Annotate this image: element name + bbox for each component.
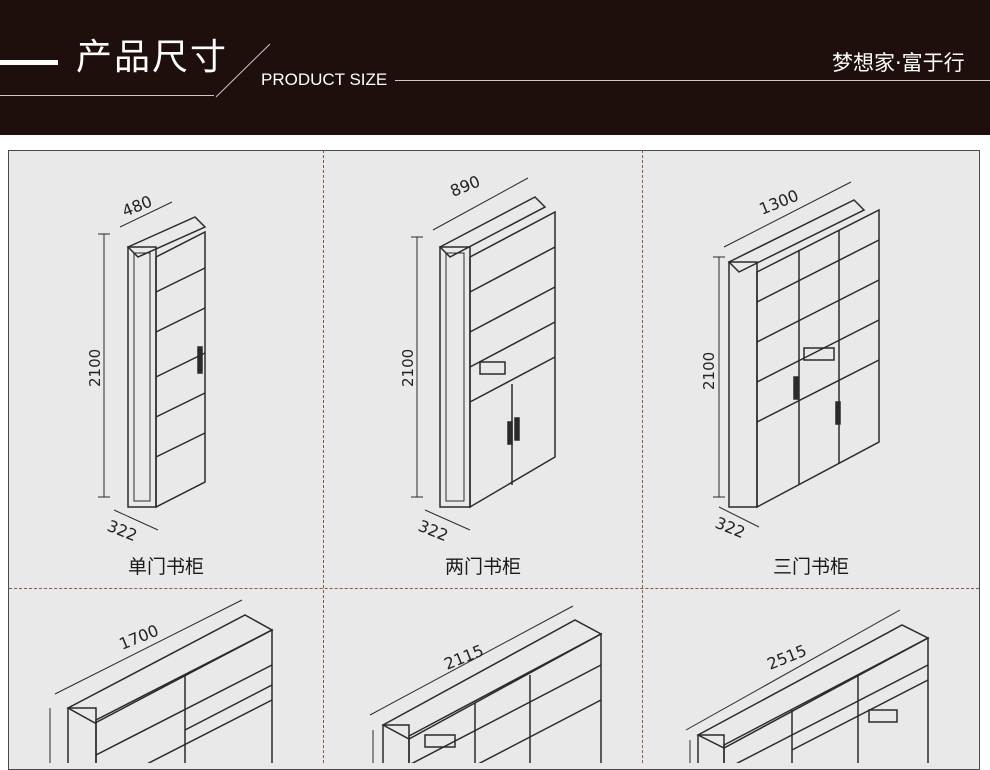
cabinet-2115-diagram: 2115 [369, 605, 603, 763]
header-accent-bar [0, 60, 58, 65]
single-door-cabinet-diagram: 480 2100 322 [86, 192, 207, 545]
cabinet-2515-diagram: 2515 [685, 609, 930, 763]
two-door-height-label: 2100 [399, 349, 417, 387]
three-door-name: 三门书柜 [772, 556, 849, 578]
single-door-width-label: 480 [119, 192, 154, 221]
three-door-depth-label: 322 [713, 513, 748, 542]
product-cell-two-door: 890 2100 322 两门书柜 [325, 152, 641, 587]
two-door-cabinet-diagram: 890 2100 322 [399, 172, 556, 545]
two-door-depth-label: 322 [416, 516, 451, 545]
product-cell-single-door: 480 2100 322 单门书柜 [10, 152, 322, 587]
cabinet-1700-diagram: 1700 [49, 599, 274, 763]
two-door-width-label: 890 [447, 172, 482, 201]
single-door-height-label: 2100 [86, 349, 104, 387]
row-divider [9, 588, 979, 589]
three-door-height-label: 2100 [700, 352, 718, 390]
column-divider [323, 150, 324, 763]
product-cell-three-door: 1300 2100 322 三门书柜 [644, 152, 978, 587]
brand-slogan: 梦想家·富于行 [832, 51, 965, 75]
subtitle-rule [395, 80, 990, 81]
column-divider [642, 150, 643, 763]
product-cell-2515: 2515 [644, 590, 978, 763]
two-door-name: 两门书柜 [444, 556, 521, 578]
single-door-name: 单门书柜 [127, 556, 204, 578]
cabinet-2515-width-label: 2515 [764, 641, 809, 674]
header-banner: 产品尺寸 PRODUCT SIZE 梦想家·富于行 [0, 0, 990, 135]
page-subtitle: PRODUCT SIZE [261, 70, 388, 89]
cabinet-1700-width-label: 1700 [116, 621, 161, 654]
page-title: 产品尺寸 [76, 37, 229, 78]
three-door-cabinet-diagram: 1300 2100 322 [700, 181, 880, 542]
product-cell-1700: 1700 [10, 590, 322, 763]
cabinet-2115-width-label: 2115 [441, 641, 486, 674]
single-door-depth-label: 322 [105, 516, 140, 545]
slash-divider [215, 43, 271, 98]
product-cell-2115: 2115 [325, 590, 641, 763]
three-door-width-label: 1300 [756, 186, 801, 219]
title-underline [0, 95, 214, 96]
